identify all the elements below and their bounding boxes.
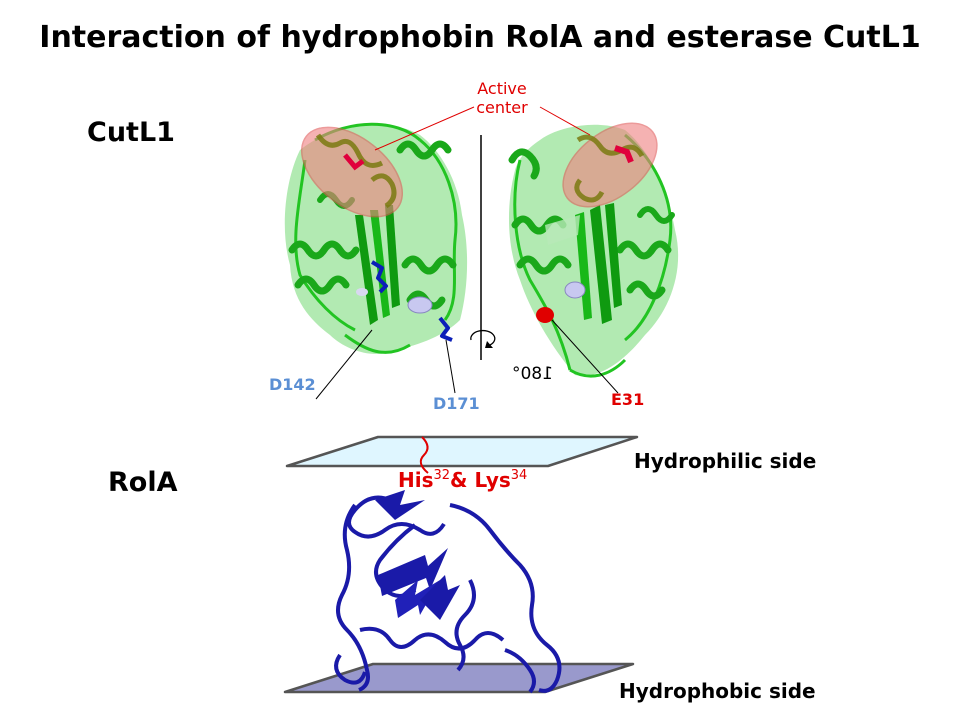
active-center-line-left (374, 106, 475, 151)
active-center-highlight-left (300, 126, 404, 218)
hydrophilic-plane (285, 435, 639, 468)
hydrophilic-side-label: Hydrophilic side (634, 449, 817, 473)
rotation-arrow (470, 329, 496, 346)
active-center-line-right (539, 106, 591, 136)
rola-label: RolA (108, 467, 178, 498)
e31-residue (536, 307, 554, 323)
cutl1-label: CutL1 (87, 117, 175, 148)
e31-pointer (551, 319, 619, 394)
active-center-label: Active center (476, 79, 528, 117)
slide-title: Interaction of hydrophobin RolA and este… (39, 20, 921, 55)
hydrophobic-plane (283, 662, 635, 694)
d142-pointer (315, 329, 373, 400)
rotation-label: 180° (512, 364, 553, 384)
hydrophobic-side-label: Hydrophobic side (619, 679, 816, 703)
d142-label: D142 (269, 375, 316, 394)
d171-label: D171 (433, 394, 480, 413)
cutl1-structure-rotated (508, 124, 679, 378)
rola-structure (334, 436, 562, 694)
d171-pointer (445, 339, 456, 394)
his-lys-label: His32& Lys34 (398, 468, 528, 492)
e31-label: E31 (611, 390, 645, 409)
